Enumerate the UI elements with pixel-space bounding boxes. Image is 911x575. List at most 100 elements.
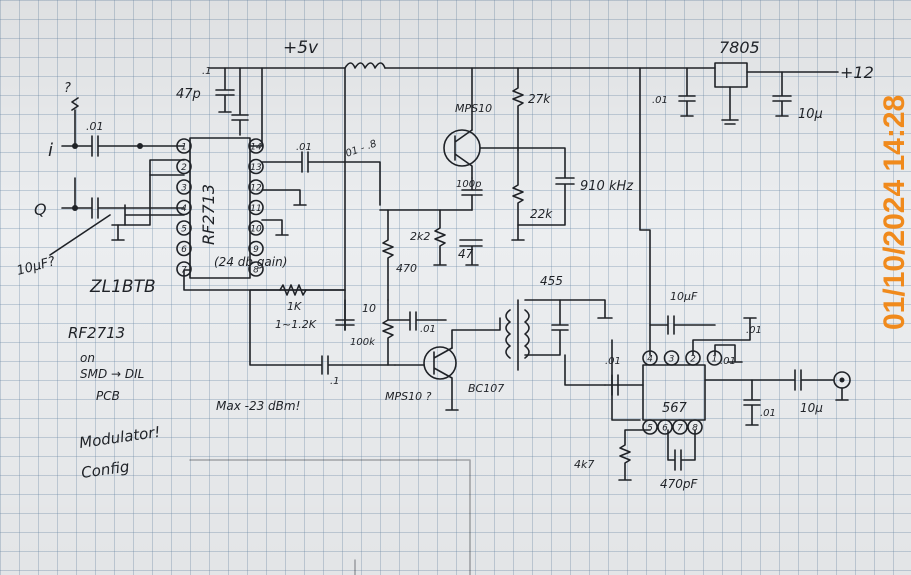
pin-13 — [248, 158, 264, 175]
label-470pf: 470pF — [660, 477, 699, 491]
pin-label-1: 1 — [181, 143, 187, 153]
note-pcb: PCB — [96, 389, 120, 403]
rail-decoupling — [215, 67, 792, 136]
rf-choke — [344, 62, 386, 69]
pin-6 — [176, 240, 192, 257]
label-10u-mid: 10μF — [670, 290, 698, 303]
label-7805: 7805 — [719, 38, 760, 57]
label-455: 455 — [540, 274, 563, 288]
label-input-q: Q — [34, 200, 47, 219]
label-cap-01-8: .01 - .8 — [341, 138, 378, 160]
label-100k: 100k — [350, 337, 376, 348]
label-27k: 27k — [528, 92, 551, 106]
pin-label-5: 5 — [181, 225, 187, 235]
label-mps10-q: MPS10 ? — [385, 390, 432, 403]
pin-label-12: 12 — [250, 184, 262, 194]
label-plus5v: +5v — [283, 38, 319, 58]
regulator-7805 — [714, 62, 748, 88]
pointer-10uf — [49, 214, 111, 256]
label-rf2713-chip: RF2713 — [199, 184, 218, 245]
pin-9 — [248, 240, 264, 257]
label-cap-01-567a: .01 — [605, 356, 621, 367]
label-bc107: BC107 — [468, 382, 504, 395]
pin-label-9: 9 — [253, 245, 259, 255]
label-callsign: ZL1BTB — [89, 277, 156, 297]
label-cap-01-out: .01 — [296, 142, 312, 153]
transistor-bc107 — [423, 346, 457, 380]
label-1-1-2k: 1~1.2K — [275, 318, 317, 331]
pin-label-4: 4 — [181, 204, 187, 214]
note-config: Config — [80, 457, 130, 482]
pin-label-11: 11 — [250, 204, 261, 214]
pin-label-13: 13 — [250, 163, 262, 173]
pin-label-4: 4 — [647, 355, 653, 365]
note-rf2713: RF2713 — [68, 324, 125, 342]
label-question: ? — [64, 81, 71, 96]
iq-inputs — [49, 97, 185, 256]
label-cap-01-567d: .01 — [746, 325, 762, 336]
pin-3 — [663, 350, 680, 366]
pin-label-10: 10 — [250, 225, 262, 235]
pin-6 — [657, 419, 673, 435]
pin-5 — [642, 419, 658, 435]
pin-label-7: 7 — [677, 424, 683, 434]
label-cap-01-567c: .01 — [760, 408, 776, 419]
label-10uf-left: 10μF? — [15, 254, 57, 279]
pin-11 — [248, 199, 264, 216]
pin-label-5: 5 — [647, 424, 653, 434]
transistor-mps10-top — [443, 129, 481, 167]
note-on: on — [80, 351, 95, 365]
label-cap-47p: 47p — [176, 87, 201, 102]
pin-label-2: 2 — [181, 163, 187, 173]
pin-label-8: 8 — [692, 424, 698, 434]
label-xtal: 910 kHz — [580, 179, 634, 194]
label-mps10-top: MPS10 — [455, 102, 492, 115]
pin-12 — [248, 179, 264, 195]
label-input-i: i — [48, 140, 53, 161]
label-1k: 1K — [287, 300, 302, 313]
pin-5 — [176, 220, 192, 236]
note-smd: SMD → DIL — [80, 367, 144, 381]
note-modulator: Modulator! — [78, 423, 161, 452]
pin-7 — [672, 419, 688, 435]
label-100p: 100p — [456, 179, 481, 190]
label-cap-01-right: .01 — [652, 95, 668, 106]
label-max-note: Max -23 dBm! — [216, 399, 300, 413]
label-cap-47: 47 — [458, 247, 474, 261]
pin-label-6: 6 — [181, 245, 187, 255]
pin-label-14: 14 — [250, 143, 262, 153]
label-2k2: 2k2 — [410, 230, 430, 243]
label-cap-01-top: .1 — [202, 66, 212, 77]
label-10u-out: 10μ — [800, 401, 823, 415]
pin-10 — [248, 220, 264, 236]
timestamp-stamp: 01/10/2024 14:28 — [878, 95, 911, 330]
label-plus12: +12 — [840, 63, 874, 82]
label-cap-01-567b: .01 — [720, 356, 736, 367]
pin-label-3: 3 — [669, 355, 675, 365]
label-567: 567 — [662, 401, 688, 416]
pin-label-3: 3 — [181, 184, 187, 194]
faint-box — [189, 459, 471, 575]
label-gain: (24 db gain) — [214, 255, 287, 269]
label-cap-01-i: .01 — [86, 120, 104, 133]
bc107-stage — [249, 284, 501, 411]
label-cap-01-mid: .01 — [420, 324, 436, 335]
pin-14 — [248, 138, 264, 154]
oscillator-stage — [379, 67, 575, 301]
pin-label-8: 8 — [253, 266, 259, 276]
label-22k: 22k — [530, 207, 553, 221]
pin-label-6: 6 — [662, 424, 668, 434]
supply-rail — [209, 62, 839, 125]
pin-8 — [248, 261, 264, 277]
label-10u-right: 10μ — [798, 107, 823, 122]
label-cap-01-bot: .1 — [330, 376, 340, 387]
pin-label-2: 2 — [690, 355, 696, 365]
chip-output — [261, 67, 381, 331]
pin-3 — [176, 179, 192, 195]
label-4k7: 4k7 — [574, 458, 594, 471]
label-470: 470 — [396, 262, 417, 275]
transformer-455 — [505, 299, 613, 386]
